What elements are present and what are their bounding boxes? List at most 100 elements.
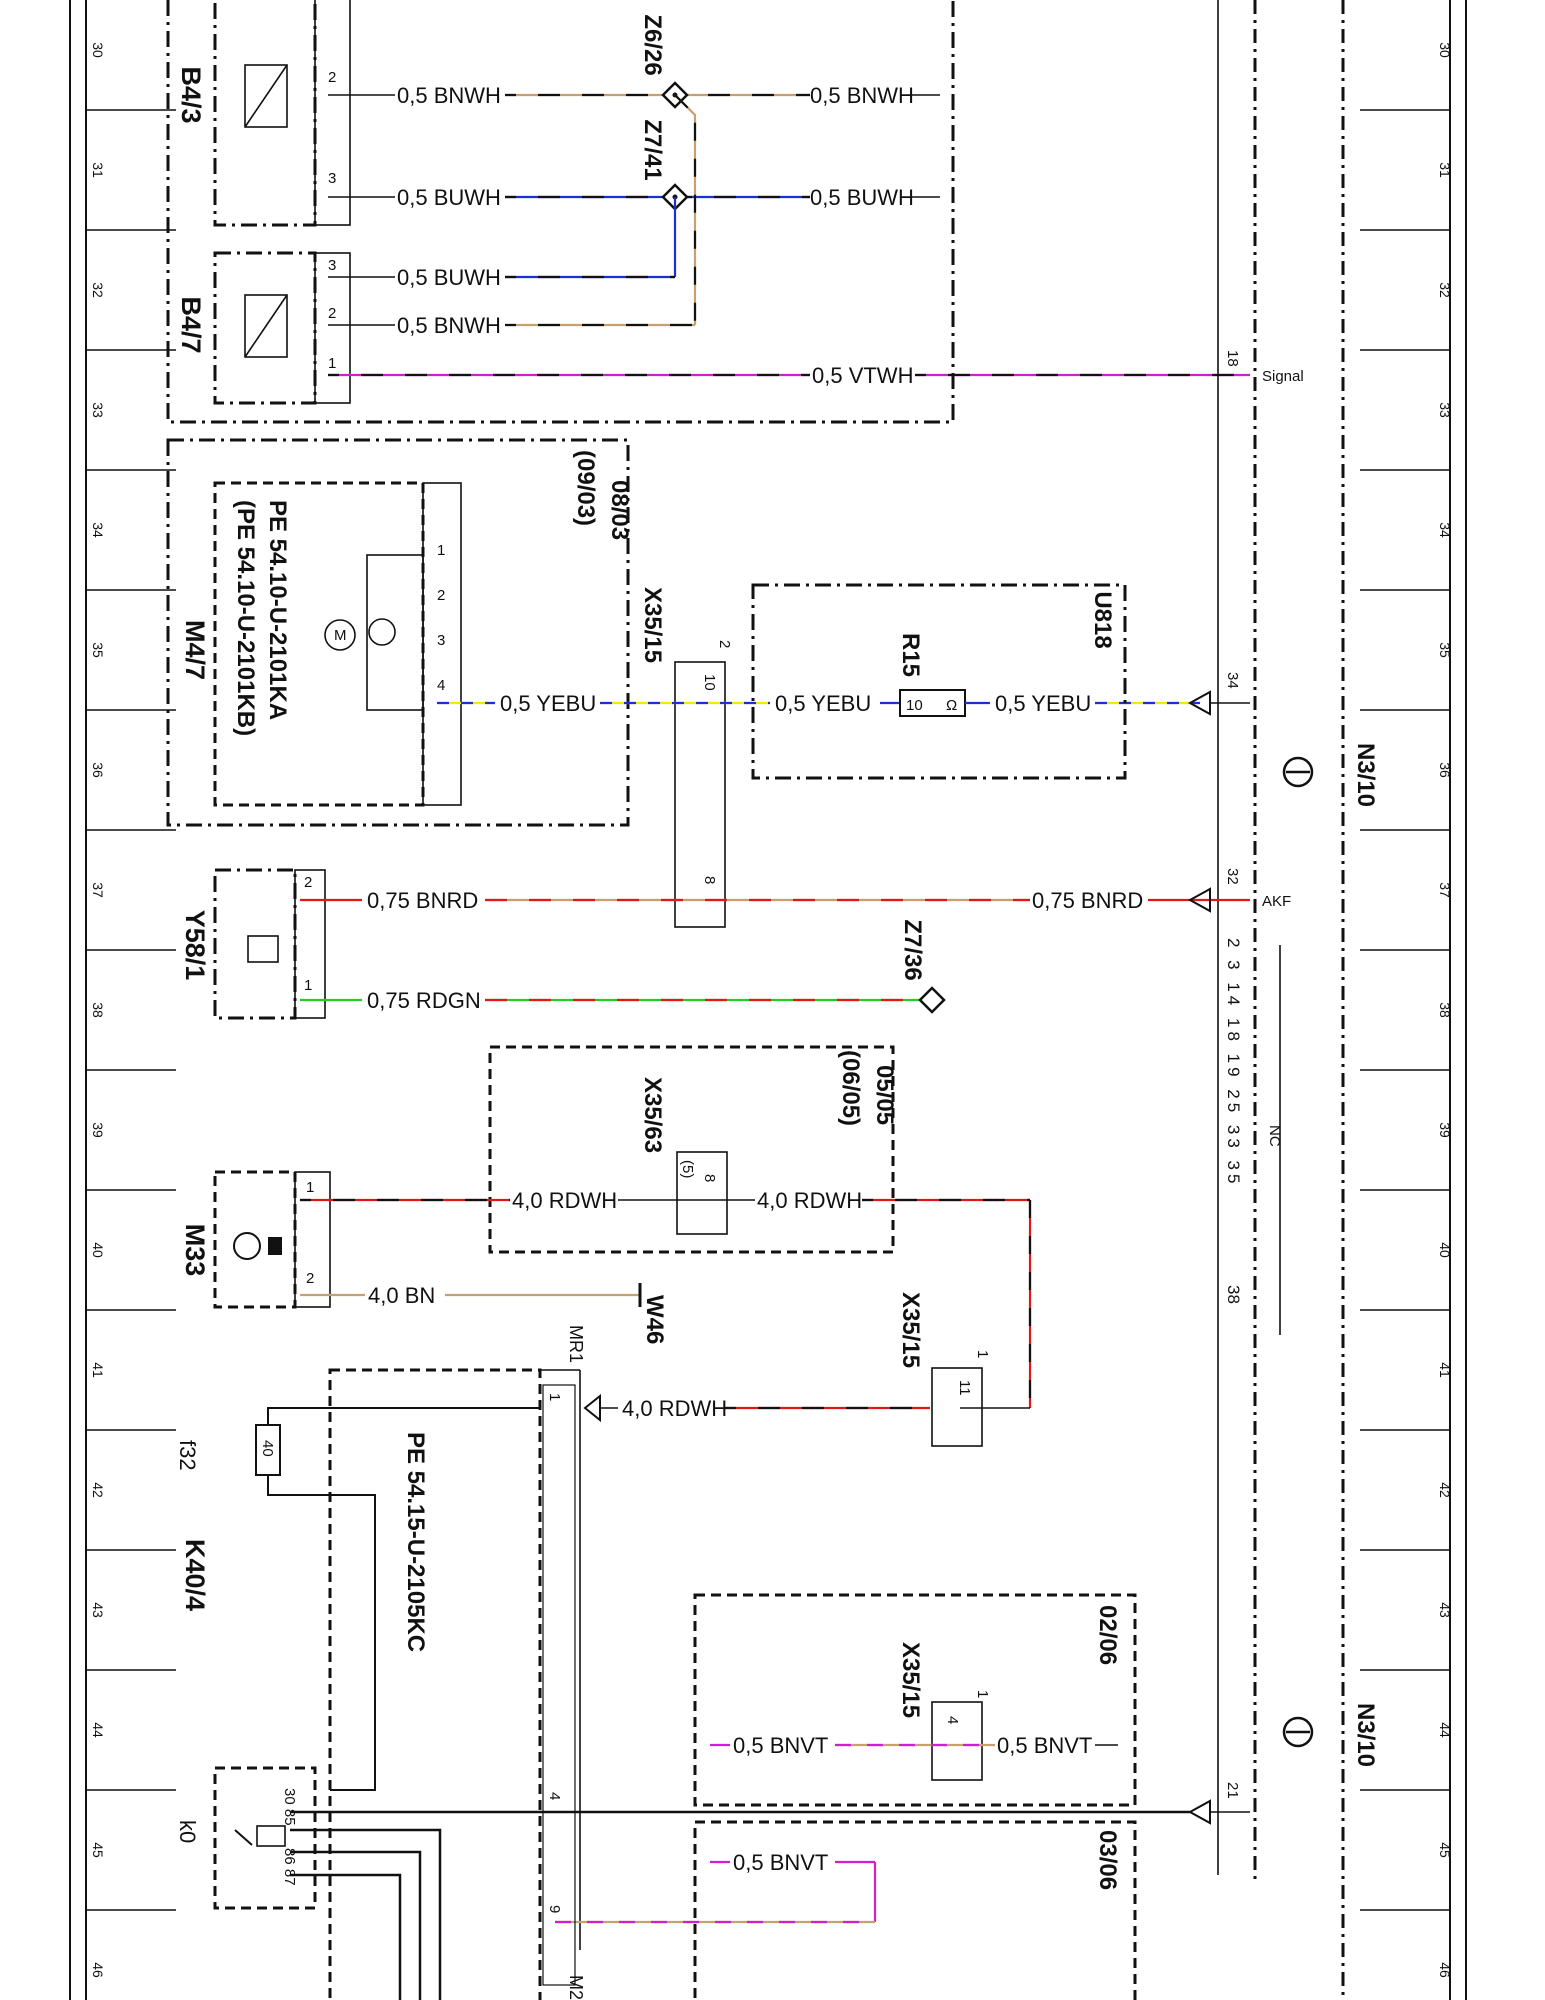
ref-06-05: (06/05): [837, 1050, 864, 1126]
m33-connector: [294, 1171, 331, 1308]
f32-label: f32: [175, 1440, 200, 1471]
ruler-number: 46: [1437, 1962, 1453, 1978]
k0-label: k0: [175, 1820, 200, 1843]
b4-7-connector: [314, 252, 351, 404]
m4-7-ref-a: PE 54.10-U-2101KA: [264, 500, 291, 720]
mr1-label: MR1: [566, 1325, 586, 1363]
x35-63-label: X35/63: [639, 1077, 666, 1153]
m33-pin-2: 2: [306, 1270, 314, 1287]
b4-3-connector: [314, 0, 351, 226]
ruler-number: 30: [1437, 42, 1453, 58]
m4-7-pin-2: 2: [437, 587, 445, 604]
label-rdwh-2: 4,0 RDWH: [757, 1188, 862, 1213]
k40-4-ref: PE 54.15-U-2105KC: [402, 1432, 429, 1652]
ref-02-06: 02/06: [1094, 1605, 1121, 1665]
nc-label: NC: [1266, 1125, 1283, 1147]
m4-7-pin-4: 4: [437, 677, 445, 694]
n3-10-pin-21: 21: [1224, 1782, 1241, 1799]
r15-ohm-glyph: Ω: [946, 697, 957, 714]
ruler-number: 39: [90, 1122, 106, 1138]
m33-label: M33: [180, 1224, 210, 1277]
x35-15-pin-1: 1: [974, 1350, 991, 1358]
ruler-number: 37: [1437, 882, 1453, 898]
k40-4-label: K40/4: [180, 1539, 210, 1611]
m4-7-motor-block: [366, 554, 424, 711]
b4-3-pin-2: 2: [328, 69, 336, 86]
ref-08-03: 08/03: [606, 480, 633, 540]
x35-15-label-a: X35/15: [639, 587, 666, 663]
ruler-number: 31: [1437, 162, 1453, 178]
ruler-number: 38: [90, 1002, 106, 1018]
k0-coil-icon: [256, 1825, 286, 1847]
ruler-number: 34: [90, 522, 106, 538]
b4-7-pin-3: 3: [328, 257, 336, 274]
bnvt-group-box-b: [693, 1820, 1137, 2000]
wire-rdwh-m33: [300, 1198, 1032, 1409]
y58-1-label: Y58/1: [180, 910, 210, 981]
ruler-number: 30: [90, 42, 106, 58]
k0-pins-86-87: 86 87: [281, 1848, 298, 1886]
nc-pin-list: 2 3 14 18 19 25 33 35: [1224, 938, 1243, 1187]
label-buwh-left: 0,5 BUWH: [397, 185, 501, 210]
ruler-number: 41: [1437, 1362, 1453, 1378]
m33-box: [213, 1170, 297, 1309]
label-buwh-right: 0,5 BUWH: [810, 185, 914, 210]
x35-15-label-c: X35/15: [897, 1642, 924, 1718]
y58-1-coil-icon: [247, 935, 279, 963]
n3-10-label-a: N3/10: [1352, 743, 1379, 807]
ref-09-03: (09/03): [572, 450, 599, 526]
y58-1-connector: [294, 869, 326, 1019]
ruler-number: 40: [1437, 1242, 1453, 1258]
x35-63-pin-8: 8: [701, 1174, 718, 1182]
y58-1-pin-2: 2: [304, 874, 312, 891]
label-bnrd-2: 0,75 BNRD: [1032, 888, 1143, 913]
n3-10-pin-18: 18: [1224, 350, 1241, 367]
label-bnwh-right: 0,5 BNWH: [810, 83, 914, 108]
x35-15-pin-2: 2: [716, 640, 733, 648]
akf-arrow: [1187, 887, 1211, 913]
ruler-number: 36: [1437, 762, 1453, 778]
x35-15-pin-1b: 1: [974, 1690, 991, 1698]
m4-7-label: M4/7: [180, 620, 210, 680]
m33-pin-1: 1: [306, 1179, 314, 1196]
m4-7-pin-3: 3: [437, 632, 445, 649]
ruler-number: 45: [90, 1842, 106, 1858]
b4-7-label: B4/7: [176, 296, 206, 353]
m2-label: M2: [566, 1975, 586, 2000]
akf-label: AKF: [1262, 893, 1291, 910]
ruler-number: 31: [90, 162, 106, 178]
x35-63-group-box: [488, 1045, 895, 1254]
mr1-pin-9: 9: [546, 1905, 563, 1913]
ruler-number: 35: [90, 642, 106, 658]
label-yebu-1: 0,5 YEBU: [500, 691, 596, 716]
z7-41-label: Z7/41: [639, 119, 666, 180]
ruler-number: 42: [1437, 1482, 1453, 1498]
b4-group-box: [166, 0, 955, 424]
ruler-number: 33: [90, 402, 106, 418]
ruler-number: 44: [90, 1722, 106, 1738]
n3-10-ground-icon-a: [1282, 756, 1314, 788]
k0-pins-30-85: 30 85: [281, 1788, 298, 1826]
mr1-pin-1: 1: [546, 1393, 563, 1401]
ref-05-05: 05/05: [871, 1065, 898, 1125]
b4-3-pin-3: 3: [328, 170, 336, 187]
ruler-number: 41: [90, 1362, 106, 1378]
ruler-number: 36: [90, 762, 106, 778]
nc-pin-38: 38: [1224, 1285, 1243, 1304]
z6-26-label: Z6/26: [639, 14, 666, 75]
ruler-number: 32: [90, 282, 106, 298]
b4-3-box: [213, 0, 317, 227]
ruler-number: 44: [1437, 1722, 1453, 1738]
x35-15-connector-c: [931, 1701, 983, 1781]
ruler-number: 42: [90, 1482, 106, 1498]
b4-7-box: [213, 251, 317, 405]
label-yebu-2: 0,5 YEBU: [775, 691, 871, 716]
b4-7-sensor-symbol: [244, 294, 288, 358]
left-ruler: [69, 0, 87, 2000]
y58-1-box: [213, 868, 297, 1020]
label-bnvt-1: 0,5 BNVT: [733, 1733, 828, 1758]
bnvt-group-box-a: [693, 1593, 1137, 1807]
splice-z7-36: [918, 986, 946, 1014]
x35-15-pin-4: 4: [944, 1716, 961, 1724]
f32-value: 40: [259, 1440, 276, 1457]
